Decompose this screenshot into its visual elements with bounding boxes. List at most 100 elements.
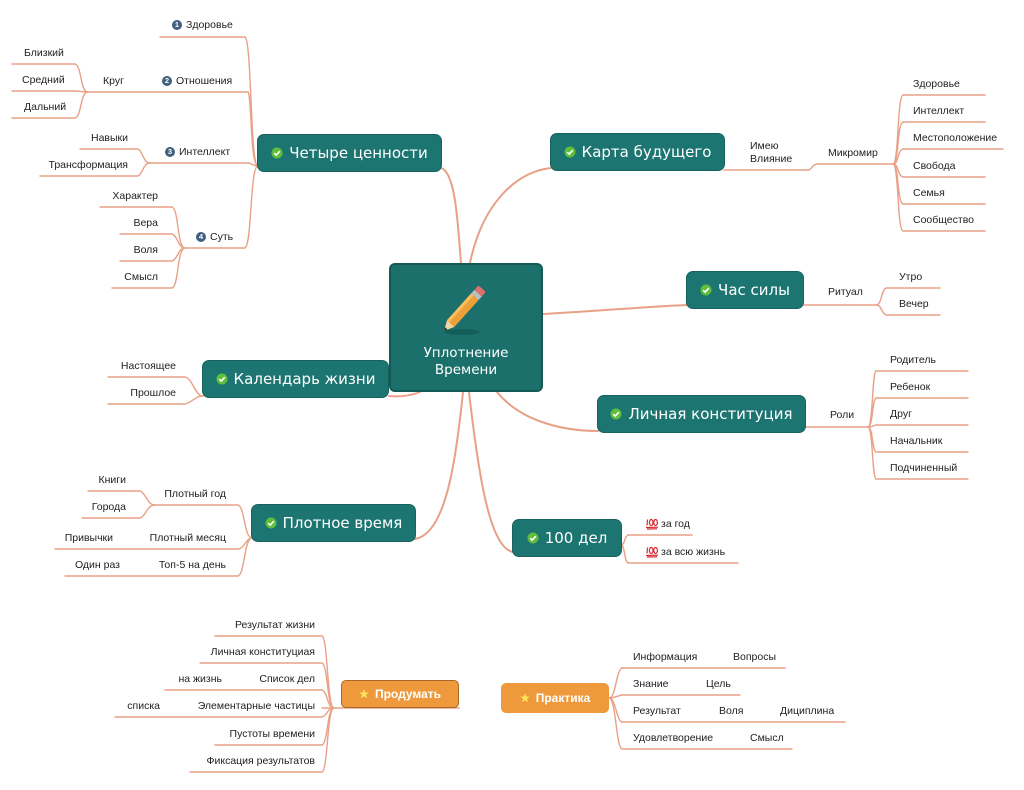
subtopic-meaning[interactable]: Смысл <box>124 271 158 283</box>
subtopic-health[interactable]: Здоровье <box>186 19 233 31</box>
subtopic-roles[interactable]: Роли <box>830 409 855 421</box>
subtopic-family[interactable]: Семья <box>913 187 945 199</box>
subtopic-results-recording[interactable]: Фиксация результатов <box>206 755 315 767</box>
subtopic-will[interactable]: Воля <box>719 705 744 717</box>
connector-line <box>892 94 904 165</box>
topic-think-over[interactable]: Продумать <box>341 680 459 708</box>
topic-label: Плотное время <box>282 514 403 532</box>
subtopic-have[interactable]: Имею <box>750 140 779 152</box>
subtopic-satisfaction[interactable]: Удовлетворение <box>633 732 714 744</box>
subtopic-of-list[interactable]: списка <box>127 700 160 712</box>
subtopic-essence[interactable]: Суть <box>210 231 234 243</box>
subtopic-ritual[interactable]: Ритуал <box>828 286 863 298</box>
topic-power-hour[interactable]: Час силы <box>687 272 803 308</box>
topic-life-calendar[interactable]: Календарь жизни <box>203 361 388 397</box>
check-icon <box>265 517 277 529</box>
topic-four-values[interactable]: Четыре ценности <box>258 135 441 171</box>
number-badge: 2 <box>162 76 172 86</box>
subtopic-books[interactable]: Книги <box>98 474 126 486</box>
subtopic-faith[interactable]: Вера <box>133 217 158 229</box>
connector-line <box>237 504 253 539</box>
subtopic-for-life[interactable]: на жизнь <box>178 673 222 685</box>
check-icon <box>216 373 228 385</box>
topic-practice[interactable]: Практика <box>501 683 609 713</box>
subtopic-questions[interactable]: Вопросы <box>733 651 777 663</box>
connector-line <box>867 426 877 480</box>
subtopic-morning[interactable]: Утро <box>899 271 923 283</box>
subtopic-discipline[interactable]: Дициплина <box>780 705 835 717</box>
subtopic-dense-month[interactable]: Плотный месяц <box>149 532 226 544</box>
subtopic-influence[interactable]: Влияние <box>750 153 793 165</box>
subtopic-intellect[interactable]: Интеллект <box>179 146 231 158</box>
subtopic-personal-constitution[interactable]: Личная конституциая <box>210 646 315 658</box>
subtopic-goal[interactable]: Цель <box>706 678 731 690</box>
subtopic-boss[interactable]: Начальник <box>890 435 943 447</box>
star-icon <box>359 689 369 699</box>
connector-line <box>468 391 514 553</box>
topic-label: Личная конституция <box>628 405 793 423</box>
connector-line <box>137 162 151 177</box>
connector-line <box>184 376 204 397</box>
connector-line <box>321 662 335 709</box>
subtopic-middle[interactable]: Средний <box>22 74 65 86</box>
subtopic-circle[interactable]: Круг <box>103 75 124 87</box>
connector-line <box>867 397 877 428</box>
subtopic-lifetime[interactable]: за всю жизнь <box>661 546 726 558</box>
subtopic-skills[interactable]: Навыки <box>90 132 128 144</box>
subtopic-distant[interactable]: Дальний <box>24 101 67 113</box>
subtopic-habits[interactable]: Привычки <box>64 532 113 544</box>
subtopic-character[interactable]: Характер <box>112 190 158 202</box>
subtopic-freedom[interactable]: Свобода <box>913 160 956 172</box>
connector-line <box>875 304 887 316</box>
subtopic-health[interactable]: Здоровье <box>913 78 960 90</box>
subtopic-will[interactable]: Воля <box>133 244 158 256</box>
topic-label: Календарь жизни <box>233 370 376 388</box>
subtopic-life-result[interactable]: Результат жизни <box>234 619 315 631</box>
subtopic-child[interactable]: Ребенок <box>890 381 931 393</box>
number-badge: 1 <box>172 20 182 30</box>
hundred-points-icon <box>645 546 659 558</box>
number-badge: 4 <box>196 232 206 242</box>
subtopic-dense-year[interactable]: Плотный год <box>164 488 226 500</box>
topic-hundred-things[interactable]: 100 дел <box>513 520 621 556</box>
topic-future-map[interactable]: Карта будущего <box>551 134 724 170</box>
subtopic-information[interactable]: Информация <box>633 651 698 663</box>
subtopic-intellect[interactable]: Интеллект <box>913 105 965 117</box>
subtopic-past[interactable]: Прошлое <box>130 387 176 399</box>
subtopic-close[interactable]: Близкий <box>24 47 64 59</box>
subtopic-evening[interactable]: Вечер <box>899 298 929 310</box>
connector-line <box>496 391 599 432</box>
topic-personal-constitution[interactable]: Личная конституция <box>598 396 805 432</box>
subtopic-community[interactable]: Сообщество <box>913 214 974 226</box>
connector-line <box>244 165 259 249</box>
subtopic-present[interactable]: Настоящее <box>120 360 176 372</box>
connector-line <box>184 395 204 405</box>
subtopic-once[interactable]: Один раз <box>74 559 120 571</box>
subtopic-meaning[interactable]: Смысл <box>750 732 784 744</box>
central-topic[interactable]: Уплотнение Времени <box>389 263 543 392</box>
subtopic-elementary-particles[interactable]: Элементарные частицы <box>197 700 315 712</box>
subtopic-cities[interactable]: Города <box>91 501 126 513</box>
connector-line <box>171 247 186 289</box>
subtopic-result[interactable]: Результат <box>633 705 681 717</box>
topic-dense-time[interactable]: Плотное время <box>252 505 415 541</box>
subtopic-knowledge[interactable]: Знание <box>633 678 669 690</box>
subtopic-parent[interactable]: Родитель <box>890 354 936 366</box>
subtopic-location[interactable]: Местоположение <box>913 132 998 144</box>
topic-label: Четыре ценности <box>289 144 428 162</box>
central-title-line1: Уплотнение <box>423 345 509 361</box>
connector-line <box>440 167 462 264</box>
subtopic-todo-list[interactable]: Список дел <box>259 673 315 685</box>
check-icon <box>527 532 539 544</box>
subtopic-microworld[interactable]: Микромир <box>828 147 878 159</box>
subtopic-friend[interactable]: Друг <box>890 408 912 420</box>
subtopic-time-gaps[interactable]: Пустоты времени <box>229 728 315 740</box>
subtopic-top5-daily[interactable]: Топ-5 на день <box>158 559 226 571</box>
subtopic-transformation[interactable]: Трансформация <box>48 159 129 171</box>
subtopic-per-year[interactable]: за год <box>661 518 690 530</box>
subtopic-subordinate[interactable]: Подчиненный <box>890 462 958 474</box>
check-icon <box>610 408 622 420</box>
pencil-icon <box>444 286 486 335</box>
subtopic-relationships[interactable]: Отношения <box>176 75 233 87</box>
